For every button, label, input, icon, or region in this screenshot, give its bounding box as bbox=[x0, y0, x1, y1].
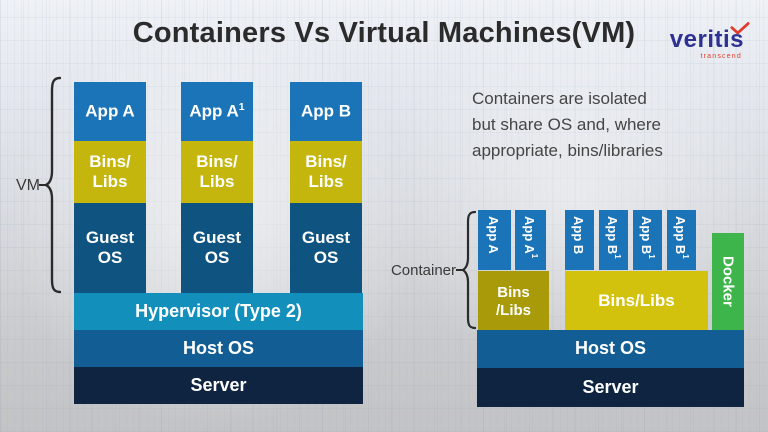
container-appB3-block: App B1 bbox=[633, 210, 662, 270]
container-appB2-label: App B1 bbox=[604, 216, 623, 259]
container-appA1-label: App A1 bbox=[521, 216, 540, 259]
container-server-layer: Server bbox=[477, 368, 744, 407]
veritis-tagline: transcend bbox=[700, 53, 742, 60]
vm1-app-block: App A bbox=[74, 82, 146, 141]
docker-block: Docker bbox=[712, 233, 744, 330]
vm-hypervisor-layer: Hypervisor (Type 2) bbox=[74, 293, 363, 330]
vm2-app-block: App A1 bbox=[181, 82, 253, 141]
container-hostos-layer: Host OS bbox=[477, 330, 744, 368]
vm1-bins-line2: Libs bbox=[92, 172, 128, 191]
vm-server-layer: Server bbox=[74, 367, 363, 404]
docker-label: Docker bbox=[719, 256, 737, 307]
vm3-guest-line2: OS bbox=[313, 248, 339, 267]
vm-label: VM bbox=[16, 177, 40, 194]
vm2-bins-line1: Bins/ bbox=[196, 151, 238, 171]
veritis-check-icon bbox=[730, 22, 750, 40]
container-appB3-label: App B1 bbox=[638, 216, 657, 259]
note-line1: Containers are isolated bbox=[472, 89, 647, 108]
container-appB4-block: App B1 bbox=[667, 210, 696, 270]
container-binsB-label: Bins/Libs bbox=[598, 291, 675, 311]
container-appB1-label: App B bbox=[570, 216, 586, 255]
vm3-app-block: App B bbox=[290, 82, 362, 141]
page-title: Containers Vs Virtual Machines(VM) bbox=[132, 17, 636, 49]
container-appB2-block: App B1 bbox=[599, 210, 628, 270]
vm1-guestos-block: Guest OS bbox=[74, 203, 146, 293]
containers-note: Containers are isolated but share OS and… bbox=[472, 86, 663, 164]
container-appB4-label: App B1 bbox=[672, 216, 691, 259]
container-binsA-line2: /Libs bbox=[495, 301, 531, 319]
vm1-guest-line2: OS bbox=[97, 248, 123, 267]
vm2-guestos-block: Guest OS bbox=[181, 203, 253, 293]
vm1-bins-block: Bins/ Libs bbox=[74, 141, 146, 203]
vm1-app-label: App A bbox=[85, 101, 135, 121]
vm-hostos-layer: Host OS bbox=[74, 330, 363, 367]
veritis-wordmark: veritis bbox=[669, 26, 744, 53]
container-binsA-line1: Bins bbox=[497, 283, 530, 301]
container-binsA-block: Bins /Libs bbox=[478, 271, 549, 332]
container-appA-label: App A bbox=[485, 216, 501, 254]
container-label: Container bbox=[390, 262, 456, 279]
vm2-bins-block: Bins/ Libs bbox=[181, 141, 253, 203]
vm3-guestos-block: Guest OS bbox=[290, 203, 362, 293]
vm2-guest-line1: Guest bbox=[192, 227, 242, 247]
vm-hostos-label: Host OS bbox=[182, 337, 254, 358]
vm-server-label: Server bbox=[190, 374, 247, 395]
container-hostos-label: Host OS bbox=[574, 338, 646, 359]
vm-label-connector bbox=[39, 184, 46, 186]
container-server-label: Server bbox=[582, 376, 639, 397]
vm3-bins-line1: Bins/ bbox=[305, 151, 347, 171]
veritis-logo: veritis transcend bbox=[652, 22, 750, 60]
container-appA1-block: App A1 bbox=[515, 210, 546, 270]
vm3-app-label: App B bbox=[300, 101, 352, 121]
vm3-bins-block: Bins/ Libs bbox=[290, 141, 362, 203]
note-line3: appropriate, bins/libraries bbox=[472, 141, 663, 160]
vm-hypervisor-label: Hypervisor (Type 2) bbox=[135, 300, 302, 321]
container-binsB-block: Bins/Libs bbox=[565, 271, 708, 332]
vm1-bins-line1: Bins/ bbox=[89, 151, 131, 171]
container-label-connector bbox=[456, 269, 464, 271]
container-appA-block: App A bbox=[478, 210, 511, 270]
container-brace bbox=[461, 210, 477, 335]
vm3-guest-line1: Guest bbox=[301, 227, 351, 247]
note-line2: but share OS and, where bbox=[472, 115, 662, 134]
vm1-guest-line1: Guest bbox=[85, 227, 135, 247]
vm2-bins-line2: Libs bbox=[199, 172, 235, 191]
vm-brace bbox=[43, 76, 62, 299]
vm3-bins-line2: Libs bbox=[308, 172, 344, 191]
vm2-guest-line2: OS bbox=[204, 248, 230, 267]
container-appB1-block: App B bbox=[565, 210, 594, 270]
vm2-app-label: App A1 bbox=[189, 101, 245, 121]
